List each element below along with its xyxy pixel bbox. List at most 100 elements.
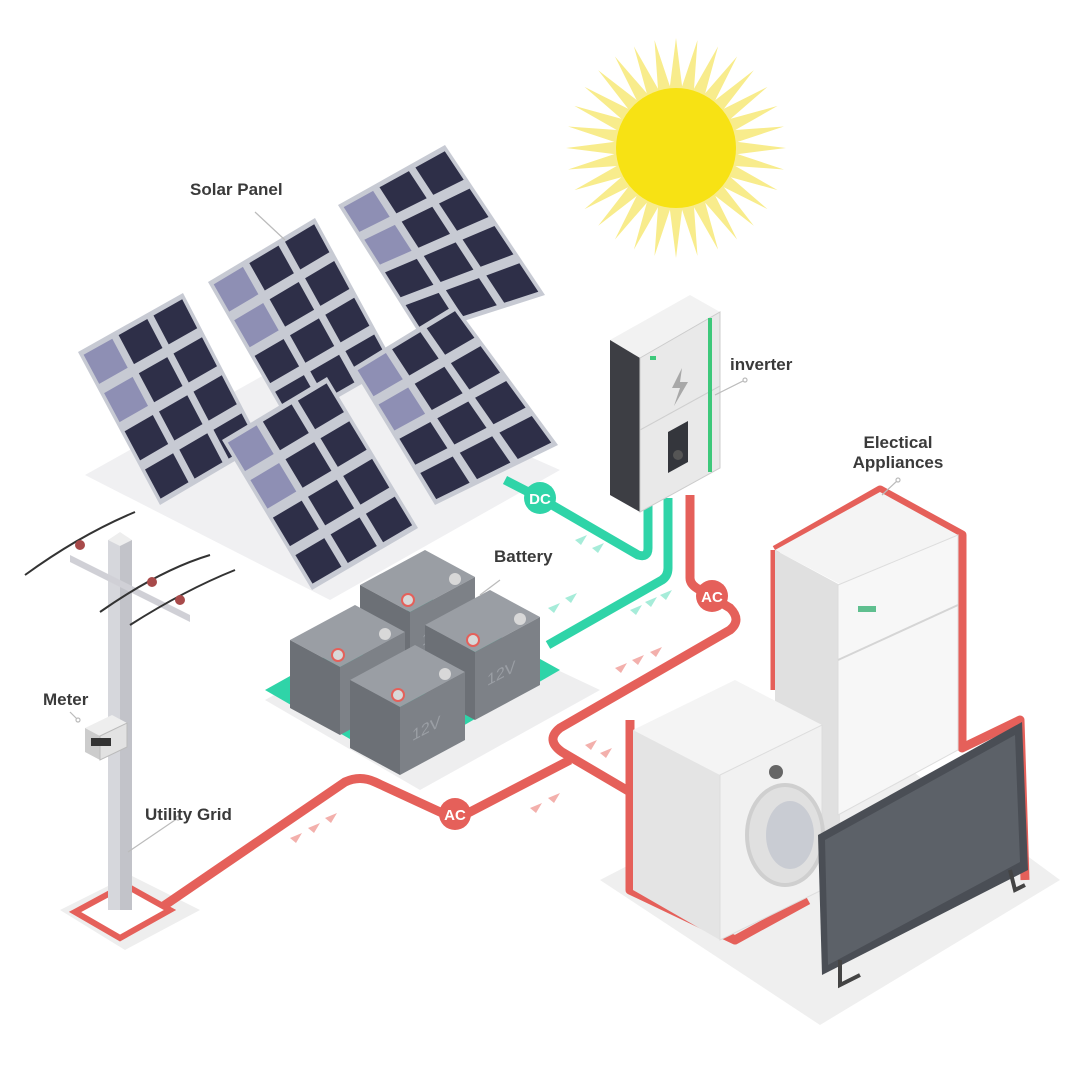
solar-cell <box>83 338 128 384</box>
flow-arrow <box>632 655 644 665</box>
solar-cell <box>297 383 344 430</box>
solar-cell <box>145 453 189 499</box>
solar-cell <box>269 282 315 327</box>
solar-cell <box>343 458 390 505</box>
solar-cell <box>234 303 279 348</box>
solar-cell <box>285 442 332 488</box>
solar-cell <box>295 538 342 584</box>
meter-icon <box>85 715 128 761</box>
solar-cell <box>308 479 355 526</box>
solar-cell <box>426 311 475 355</box>
flow-arrow <box>290 833 302 843</box>
solar-cell <box>305 261 350 306</box>
inverter-label: inverter <box>730 355 793 374</box>
dc-badge: DC <box>524 482 556 514</box>
solar-cell <box>462 226 514 267</box>
battery-bank: 12V12V12V12V <box>265 550 560 775</box>
solar-panel <box>338 145 545 335</box>
solar-cell <box>249 245 294 291</box>
battery: 12V <box>350 645 465 775</box>
solar-cell <box>401 206 450 248</box>
utility-grid-label: Utility Grid <box>145 805 232 824</box>
appliances-label-line1: Electical <box>863 433 933 452</box>
dc-badge-text: DC <box>529 491 551 508</box>
solar-cell <box>159 395 203 441</box>
flow-arrow <box>645 597 657 607</box>
appliances-label: Electical Appliances <box>840 433 956 473</box>
solar-cell <box>118 319 163 365</box>
solar-cell <box>250 463 297 509</box>
solar-cell <box>420 456 470 500</box>
solar-cell <box>213 266 259 312</box>
solar-cell <box>486 263 539 303</box>
leader-lines <box>69 211 901 853</box>
flow-arrow <box>308 823 320 833</box>
solar-cell <box>254 339 300 384</box>
solar-cell <box>153 299 198 345</box>
flow-arrow <box>530 803 542 813</box>
solar-cell <box>320 421 367 467</box>
solar-cell <box>343 190 390 232</box>
sun-disc <box>616 88 736 208</box>
solar-cell <box>179 433 223 479</box>
sun-icon <box>566 38 786 258</box>
solar-cell <box>227 425 274 472</box>
ac-badge-bottom-text: AC <box>444 807 466 824</box>
lightning-icon <box>672 368 688 406</box>
solar-cell <box>415 151 464 195</box>
appliances <box>633 492 1028 989</box>
utility-pole <box>24 511 236 942</box>
flow-arrow <box>548 793 560 803</box>
flow-arrow <box>660 590 672 600</box>
solar-cell <box>475 381 526 425</box>
ac-badge-top: AC <box>696 580 728 612</box>
ac-badge-top-text: AC <box>701 589 723 606</box>
flow-arrows <box>290 535 672 843</box>
inverter <box>610 295 721 513</box>
solar-cell <box>124 415 169 461</box>
solar-panel <box>352 305 558 505</box>
solar-cell <box>262 404 309 451</box>
battery-label: Battery <box>494 547 553 566</box>
flow-arrow <box>592 543 604 553</box>
ac-badge-bottom: AC <box>439 798 471 830</box>
solar-cell <box>459 436 511 480</box>
solar-panel <box>78 293 262 505</box>
solar-cell <box>439 188 489 231</box>
solar-cell <box>325 297 370 343</box>
solar-cell <box>423 242 474 282</box>
flow-arrow <box>650 647 662 657</box>
solar-cell <box>138 357 183 403</box>
flow-arrow <box>565 593 577 603</box>
solar-cell <box>499 416 552 459</box>
solar-cell <box>365 496 413 543</box>
flow-arrow <box>630 605 642 615</box>
solar-cell <box>378 387 426 431</box>
solar-cell <box>193 375 237 421</box>
solar-cell <box>285 224 330 270</box>
solar-cell <box>364 224 412 265</box>
flow-arrow <box>548 603 560 613</box>
solar-panel <box>222 377 418 590</box>
solar-panel <box>208 218 395 425</box>
flow-arrow <box>325 813 337 823</box>
solar-cell <box>450 346 500 390</box>
solar-cell <box>399 422 448 465</box>
solar-cell <box>272 500 319 547</box>
solar-cell <box>173 337 217 383</box>
appliances-label-line2: Appliances <box>852 453 944 472</box>
solar-cell <box>445 278 497 317</box>
solar-panels <box>78 145 558 590</box>
solar-cell <box>104 376 148 423</box>
solar-cell <box>437 401 487 445</box>
solar-cell <box>392 332 439 376</box>
solar-cell <box>414 366 463 410</box>
solar-cell <box>379 171 427 214</box>
solar-cell <box>357 353 403 397</box>
solar-panel-label: Solar Panel <box>190 180 283 199</box>
flow-arrow <box>585 740 597 750</box>
flow-arrow <box>600 748 612 758</box>
solar-cell <box>330 517 377 563</box>
